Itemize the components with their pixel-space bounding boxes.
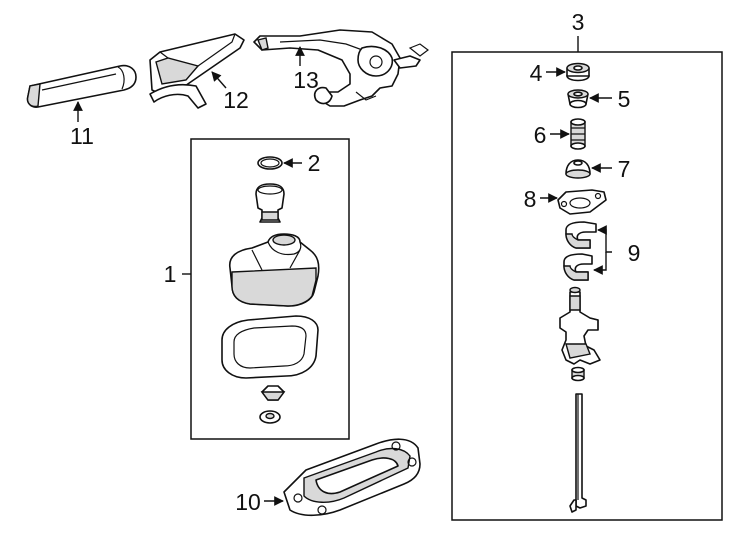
leader-9a [597, 225, 612, 253]
part-5-bushing [567, 89, 589, 109]
callout-9: 9 [628, 240, 641, 266]
callout-2: 2 [308, 150, 321, 176]
part-2-o-ring [257, 156, 283, 170]
part-shift-lever-body [559, 286, 601, 365]
callout-7: 7 [618, 156, 631, 182]
assembly-3-frame [451, 51, 723, 521]
part-shift-knob [255, 183, 285, 223]
callout-10: 10 [235, 489, 261, 515]
part-13-parking-brake-lever [253, 29, 429, 107]
part-7-seat [565, 159, 591, 179]
leader-12 [211, 71, 227, 89]
part-9-upper-clip [565, 221, 597, 249]
callout-11: 11 [70, 123, 94, 149]
callout-8: 8 [524, 186, 537, 212]
callout-5: 5 [618, 86, 631, 112]
callout-3: 3 [572, 9, 585, 35]
part-shift-gasket [221, 315, 319, 379]
callout-13: 13 [293, 67, 319, 93]
part-small-bushing [571, 366, 585, 382]
callout-12: 12 [223, 87, 249, 113]
leader-9b [593, 252, 607, 275]
part-8-bracket [557, 189, 607, 215]
callout-1: 1 [164, 261, 177, 287]
part-9-lower-clip [563, 253, 593, 281]
part-shift-boot [228, 233, 320, 307]
part-6-spring [570, 118, 586, 150]
callout-4: 4 [530, 60, 543, 86]
part-4-bushing [566, 62, 590, 82]
callout-6: 6 [534, 122, 547, 148]
part-11-handle-grip [26, 64, 137, 108]
part-12-lever-boot [149, 33, 245, 109]
part-10-base-gasket [283, 438, 421, 517]
assembly-1-frame [190, 138, 350, 440]
part-washer [259, 410, 281, 424]
part-shift-rod [569, 393, 587, 513]
part-nut [260, 385, 286, 401]
